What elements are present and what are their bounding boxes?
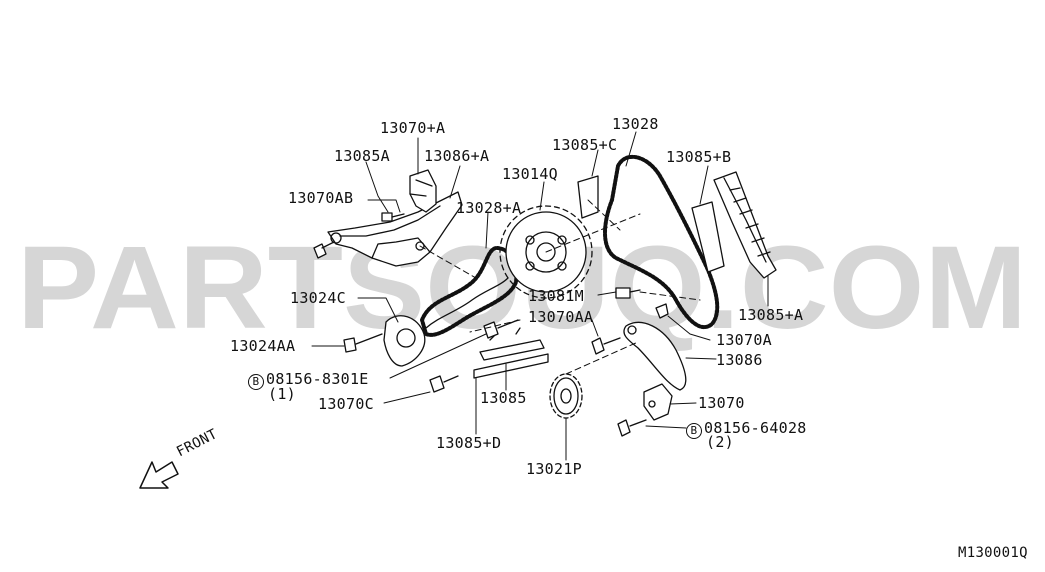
label-qty-2: (2) — [706, 433, 734, 451]
pin-13081m — [615, 287, 641, 299]
chain-guide-13085 — [479, 327, 545, 361]
bolt-13024aa — [343, 333, 383, 353]
label-13024aa: 13024AA — [230, 337, 296, 355]
diagram-id: M130001Q — [958, 545, 1028, 561]
label-13085: 13085 — [480, 389, 527, 407]
chain-tensioner — [643, 383, 673, 421]
label-13081m: 13081M — [528, 287, 584, 305]
label-13028: 13028 — [612, 115, 659, 133]
chain-guide-13085b — [691, 201, 725, 273]
label-13070-a: 13070+A — [380, 119, 446, 137]
label-13070ab: 13070AB — [288, 189, 354, 207]
tensioner-top — [409, 169, 437, 213]
bolt-08156-8301e — [483, 319, 519, 339]
label-08156-8301e-text: 08156-8301E — [266, 370, 369, 388]
label-13085-a-right: 13085+A — [738, 306, 804, 324]
bolt-13085a — [381, 212, 405, 222]
label-13085-b: 13085+B — [666, 148, 732, 166]
timing-chain-lower-left — [420, 246, 519, 337]
label-qty-1: (1) — [268, 385, 296, 403]
bolt-13070a — [655, 303, 669, 319]
label-13086: 13086 — [716, 351, 763, 369]
label-08156-64028-text: 08156-64028 — [704, 419, 807, 437]
label-13024c: 13024C — [290, 289, 346, 307]
label-13085-d: 13085+D — [436, 434, 502, 452]
front-arrow-icon — [139, 461, 179, 489]
alignment-lines — [419, 199, 701, 375]
tensioner-arm-lower — [623, 321, 687, 391]
leader-lines — [311, 131, 769, 461]
label-13085-c: 13085+C — [552, 136, 618, 154]
bolt-13070c — [429, 375, 459, 393]
chain-guide-13085a — [713, 171, 777, 279]
cover-plate — [383, 315, 426, 367]
bolt-symbol-icon: B — [248, 374, 264, 390]
label-13085a: 13085A — [334, 147, 390, 165]
bolt-symbol-icon: B — [686, 423, 702, 439]
label-13070: 13070 — [698, 394, 745, 412]
label-13070a: 13070A — [716, 331, 772, 349]
chain-guide-13085c — [577, 175, 599, 219]
bolt-13070aa — [591, 337, 621, 355]
label-13014q: 13014Q — [502, 165, 558, 183]
label-13070aa: 13070AA — [528, 308, 594, 326]
bolt-08156-64028 — [617, 419, 647, 437]
chain-guide-13085d — [473, 353, 549, 379]
label-13070c: 13070C — [318, 395, 374, 413]
bolt-13070ab — [313, 241, 335, 259]
timing-chain-upper — [603, 155, 720, 329]
crank-sprocket — [549, 373, 583, 419]
label-13028-a: 13028+A — [456, 199, 522, 217]
label-13021p: 13021P — [526, 460, 582, 478]
label-13086-a: 13086+A — [424, 147, 490, 165]
